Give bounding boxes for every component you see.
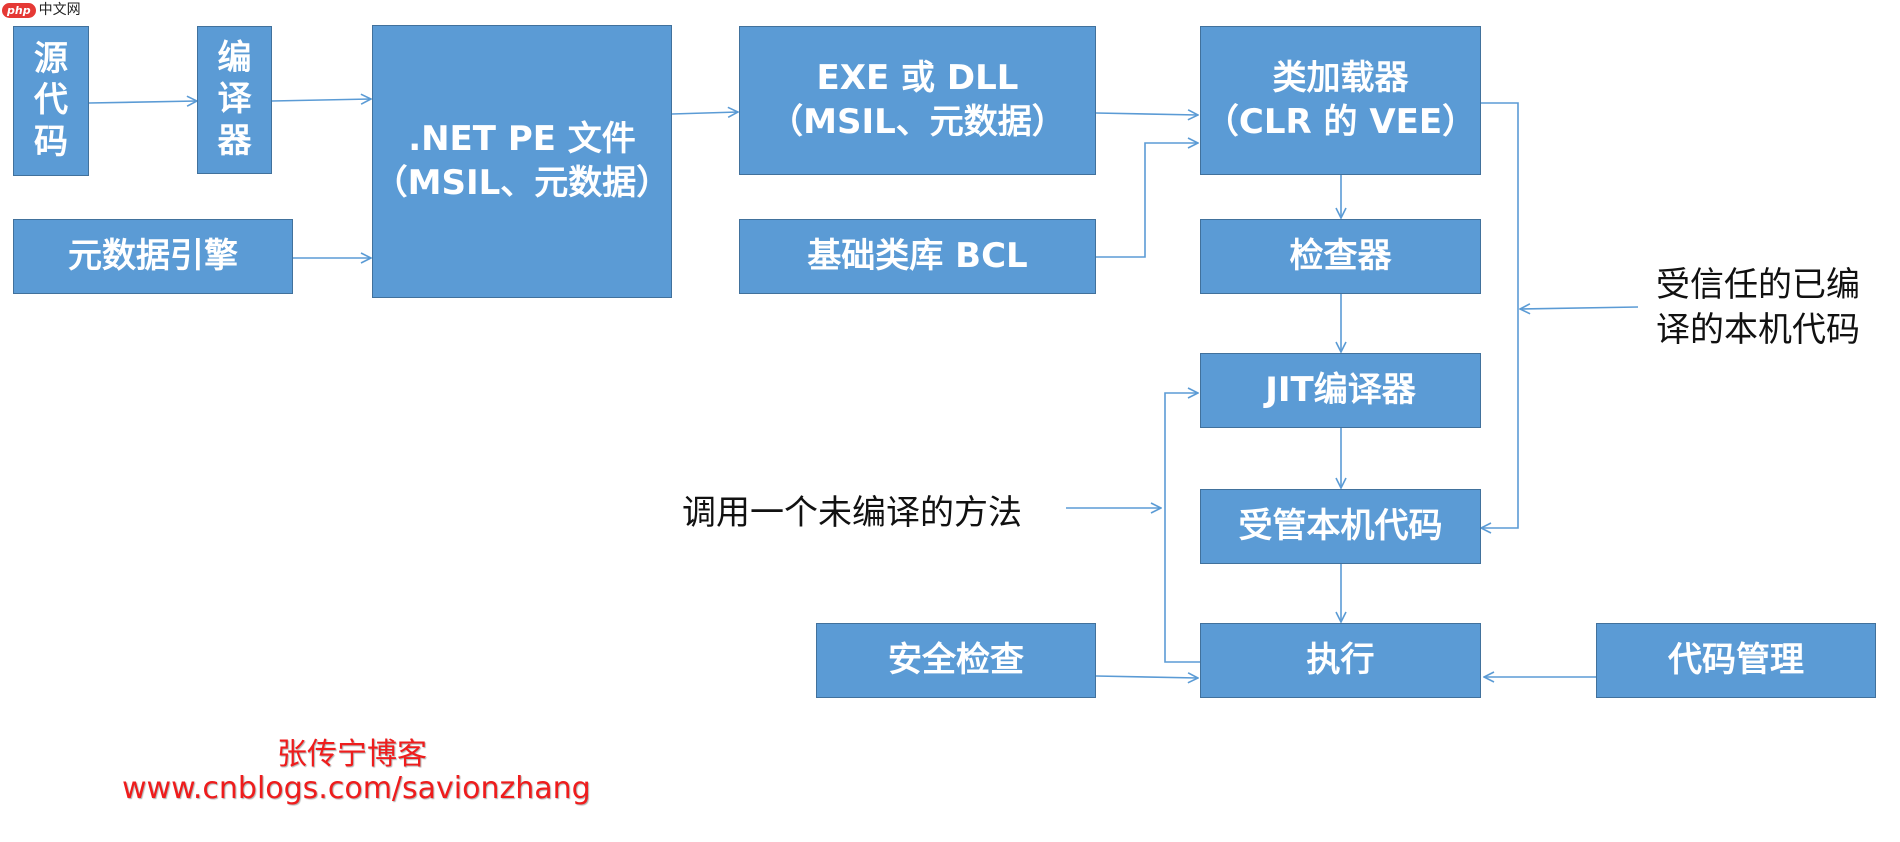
arrow-security-to-execute bbox=[1095, 676, 1198, 678]
code-management-box: 代码管理 bbox=[1596, 623, 1876, 698]
compiler-box: 编 译 器 bbox=[197, 26, 272, 174]
net-pe-file-label: .NET PE 文件 （MSIL、元数据） bbox=[373, 118, 671, 203]
watermark-text: 中文网 bbox=[38, 1, 81, 18]
jit-compiler-box: JIT编译器 bbox=[1200, 353, 1481, 428]
verifier-label: 检查器 bbox=[1289, 235, 1392, 276]
verifier-box: 检查器 bbox=[1200, 219, 1481, 294]
watermark-badge: php bbox=[2, 2, 36, 18]
blog-name: 张传宁博客 bbox=[277, 737, 427, 772]
trusted-native-code-label: 受信任的已编 译的本机代码 bbox=[1656, 265, 1860, 350]
arrow-pe-to-exe bbox=[671, 112, 738, 114]
call-uncompiled-method-label: 调用一个未编译的方法 bbox=[682, 493, 1022, 533]
code-management-label: 代码管理 bbox=[1668, 639, 1804, 680]
compiler-label: 编 译 器 bbox=[217, 37, 252, 161]
execute-label: 执行 bbox=[1306, 639, 1375, 680]
arrow-execute-to-jit bbox=[1164, 393, 1200, 663]
security-check-label: 安全检查 bbox=[888, 639, 1024, 680]
blog-url[interactable]: www.cnblogs.com/savionzhang bbox=[122, 771, 591, 806]
net-pe-file-box: .NET PE 文件 （MSIL、元数据） bbox=[372, 25, 672, 298]
arrow-compiler-to-pe bbox=[271, 99, 371, 101]
source-code-label: 源 代 码 bbox=[34, 38, 68, 162]
jit-compiler-label: JIT编译器 bbox=[1265, 369, 1416, 410]
metadata-engine-box: 元数据引擎 bbox=[13, 219, 293, 294]
exe-dll-label: EXE 或 DLL （MSIL、元数据） bbox=[769, 57, 1066, 142]
arrow-bcl-to-loader bbox=[1096, 143, 1198, 258]
site-watermark: php 中文网 bbox=[2, 0, 81, 20]
class-loader-box: 类加载器 （CLR 的 VEE） bbox=[1200, 26, 1481, 175]
execute-box: 执行 bbox=[1200, 623, 1481, 698]
managed-native-code-box: 受管本机代码 bbox=[1200, 489, 1481, 564]
metadata-engine-label: 元数据引擎 bbox=[68, 235, 238, 276]
managed-native-code-label: 受管本机代码 bbox=[1238, 505, 1443, 546]
arrow-trusted-label bbox=[1520, 307, 1639, 309]
security-check-box: 安全检查 bbox=[816, 623, 1096, 698]
arrow-loader-to-managed bbox=[1481, 102, 1519, 528]
bcl-label: 基础类库 BCL bbox=[807, 235, 1028, 276]
arrow-exe-to-loader bbox=[1095, 113, 1198, 115]
source-code-box: 源 代 码 bbox=[13, 26, 89, 176]
bcl-box: 基础类库 BCL bbox=[739, 219, 1096, 294]
arrow-source-to-compiler bbox=[88, 101, 197, 103]
exe-dll-box: EXE 或 DLL （MSIL、元数据） bbox=[739, 26, 1096, 175]
class-loader-label: 类加载器 （CLR 的 VEE） bbox=[1204, 57, 1477, 142]
